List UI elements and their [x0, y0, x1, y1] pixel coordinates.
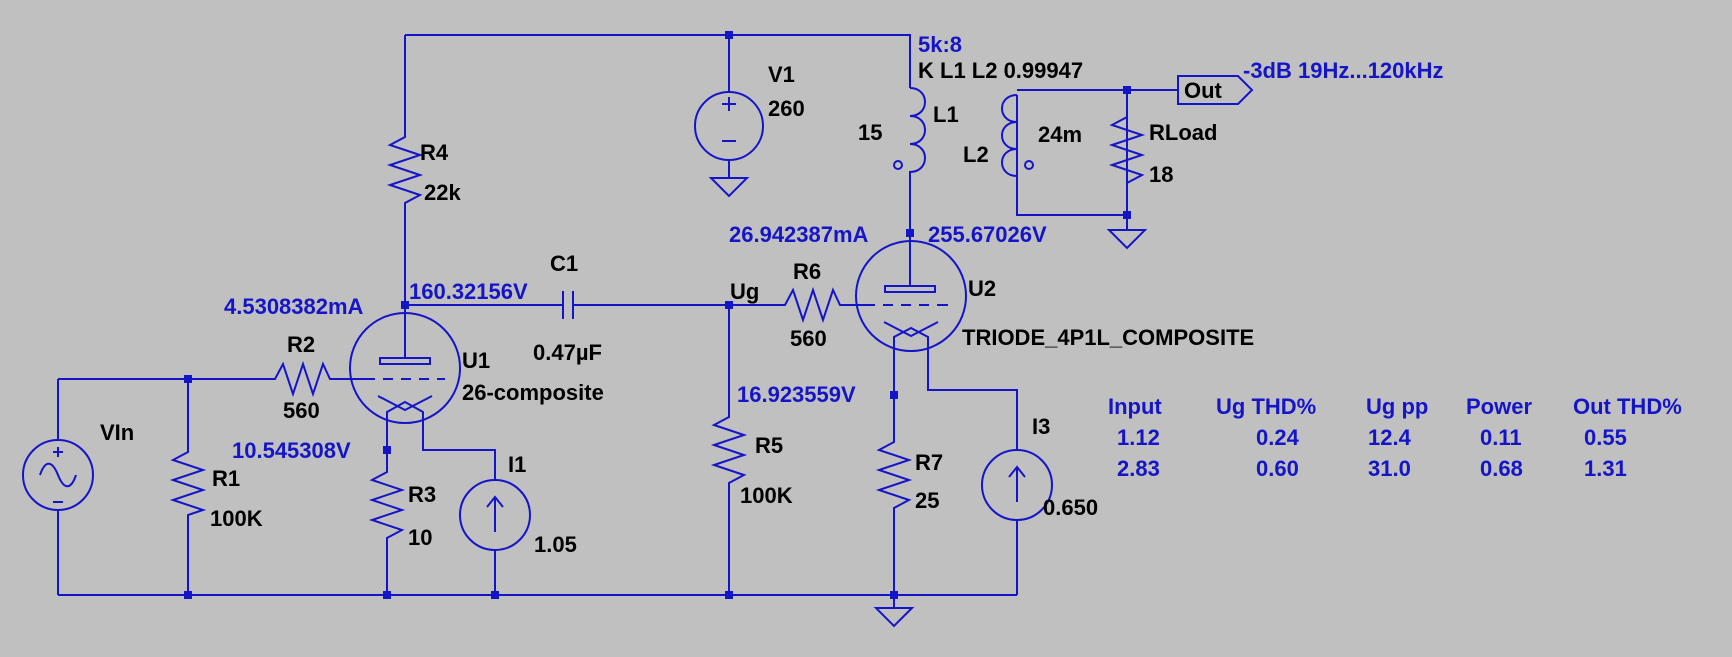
resistor-r2 — [265, 360, 335, 398]
ground-icon — [1106, 229, 1148, 250]
bandwidth-note: -3dB 19Hz...120kHz — [1243, 58, 1444, 83]
ground-icon — [873, 607, 915, 628]
i3-value: 0.650 — [1043, 495, 1098, 520]
capacitor-c1 — [562, 291, 574, 319]
voltage-source-v1 — [694, 91, 764, 161]
u1-model: 26-composite — [462, 380, 604, 405]
r2-name: R2 — [287, 332, 315, 357]
r7-value: 25 — [915, 488, 939, 513]
r7-name: R7 — [915, 450, 943, 475]
c1-value: 0.47µF — [533, 340, 602, 365]
r4-value: 22k — [424, 180, 461, 205]
table-cell: 1.31 — [1584, 456, 1627, 481]
resistor-r4 — [386, 125, 424, 210]
u2-name: U2 — [968, 276, 996, 301]
resistor-r1 — [169, 440, 207, 520]
r3-name: R3 — [408, 482, 436, 507]
table-cell: 31.0 — [1368, 456, 1411, 481]
rload-name: RLoad — [1149, 120, 1217, 145]
resistor-rload — [1108, 105, 1146, 190]
table-header-ug-pp: Ug pp — [1366, 394, 1428, 419]
i1-name: I1 — [508, 452, 526, 477]
l1-name: L1 — [933, 102, 959, 127]
u2-current: 26.942387mA — [729, 222, 869, 247]
r6-value: 560 — [790, 326, 827, 351]
coupling-directive: K L1 L2 0.99947 — [918, 58, 1083, 83]
u1-name: U1 — [462, 348, 490, 373]
table-header-ug-thd: Ug THD% — [1216, 394, 1316, 419]
vin-name: VIn — [100, 420, 134, 445]
table-header-input: Input — [1108, 394, 1162, 419]
r3-value: 10 — [408, 525, 432, 550]
u1-plate-voltage: 160.32156V — [409, 279, 528, 304]
current-source-i1 — [459, 479, 531, 551]
l2-name: L2 — [963, 142, 989, 167]
l1-value: 15 — [858, 120, 882, 145]
u1-cathode-voltage: 10.545308V — [232, 438, 351, 463]
v1-value: 260 — [768, 96, 805, 121]
table-cell: 2.83 — [1117, 456, 1160, 481]
ground-icon — [708, 177, 750, 198]
table-cell: 12.4 — [1368, 425, 1412, 450]
table-header-out-thd: Out THD% — [1573, 394, 1682, 419]
r5-value: 100K — [740, 483, 793, 508]
resistor-r7 — [875, 430, 913, 515]
out-port: Out — [1177, 75, 1254, 105]
table-cell: 0.55 — [1584, 425, 1627, 450]
r5-name: R5 — [755, 433, 783, 458]
voltage-source-vin — [22, 439, 94, 511]
table-cell: 0.60 — [1256, 456, 1299, 481]
u2-plate-voltage: 255.67026V — [928, 222, 1047, 247]
c1-name: C1 — [550, 251, 578, 276]
transformer-ratio: 5k:8 — [918, 32, 962, 57]
out-port-label: Out — [1184, 78, 1223, 103]
l2-value: 24m — [1038, 122, 1082, 147]
junctions — [184, 31, 1131, 599]
i1-value: 1.05 — [534, 532, 577, 557]
i3-name: I3 — [1032, 414, 1050, 439]
r6-name: R6 — [793, 259, 821, 284]
u2-model: TRIODE_4P1L_COMPOSITE — [962, 325, 1254, 350]
table-cell: 0.68 — [1480, 456, 1523, 481]
r1-value: 100K — [210, 506, 263, 531]
triode-u1 — [349, 312, 461, 424]
v1-name: V1 — [768, 62, 795, 87]
r2-value: 560 — [283, 398, 320, 423]
triode-u2 — [855, 233, 967, 352]
resistor-r5 — [710, 405, 748, 495]
table-cell: 1.12 — [1117, 425, 1160, 450]
resistor-r3 — [368, 460, 406, 545]
r1-name: R1 — [212, 466, 240, 491]
resistor-r6 — [775, 286, 845, 324]
inductor-l2 — [1001, 94, 1034, 215]
r4-name: R4 — [420, 140, 449, 165]
table-header-power: Power — [1466, 394, 1532, 419]
current-source-i3 — [981, 449, 1053, 521]
ug-net-label: Ug — [730, 279, 759, 304]
u1-current: 4.5308382mA — [224, 294, 364, 319]
measurement-table: Input Ug THD% Ug pp Power Out THD% 1.12 … — [1108, 394, 1682, 481]
u2-cathode-voltage: 16.923559V — [737, 382, 856, 407]
inductor-l1 — [893, 87, 926, 175]
table-cell: 0.24 — [1256, 425, 1300, 450]
table-cell: 0.11 — [1480, 425, 1522, 450]
rload-value: 18 — [1149, 162, 1173, 187]
